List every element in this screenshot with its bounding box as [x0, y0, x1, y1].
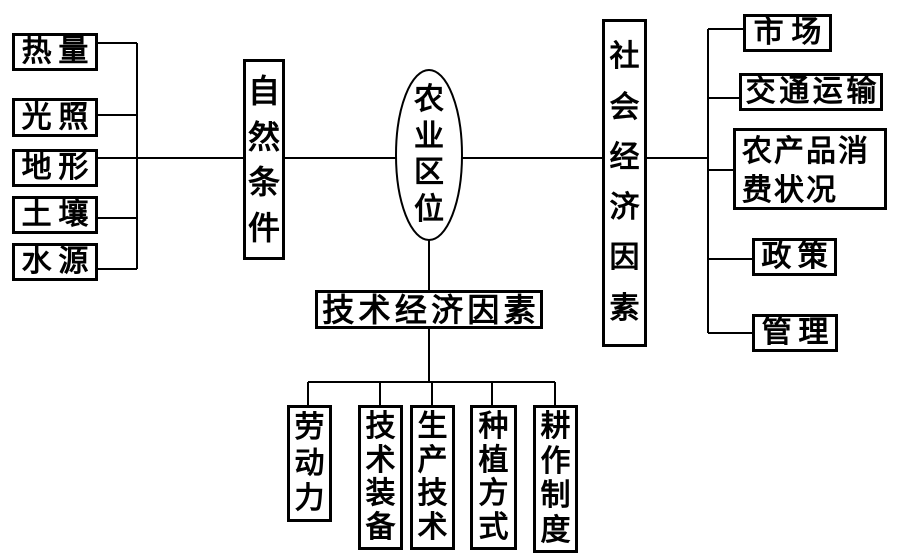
node-terrain: 地形 [12, 149, 98, 187]
node-soil: 土壤 [12, 196, 98, 234]
node-heat: 热量 [12, 33, 98, 71]
node-production-technology: 生产技术 [410, 405, 455, 550]
node-light: 光照 [12, 98, 98, 137]
node-technical-economic: 技术经济因素 [315, 290, 543, 329]
node-farming-system: 耕作制度 [533, 405, 578, 553]
node-social-economic: 社会经济因素 [602, 19, 647, 347]
node-labor: 劳动力 [287, 405, 332, 522]
node-technical-equipment: 技术装备 [358, 405, 403, 550]
node-planting-method: 种植方式 [470, 405, 517, 550]
node-consumption-status: 农产品消费状况 [733, 128, 887, 210]
node-market: 市场 [743, 14, 832, 52]
node-natural-conditions: 自然条件 [243, 59, 285, 260]
left-branch-connectors [98, 42, 396, 270]
node-transport: 交通运输 [739, 73, 883, 111]
node-policy: 政策 [752, 238, 837, 276]
node-management: 管理 [752, 314, 838, 352]
node-water: 水源 [12, 243, 98, 281]
bottom-branch-connectors [307, 240, 556, 405]
center-node-label: 农业区位 [414, 82, 444, 227]
center-ellipse [395, 69, 463, 241]
right-branch-connectors [462, 28, 752, 334]
